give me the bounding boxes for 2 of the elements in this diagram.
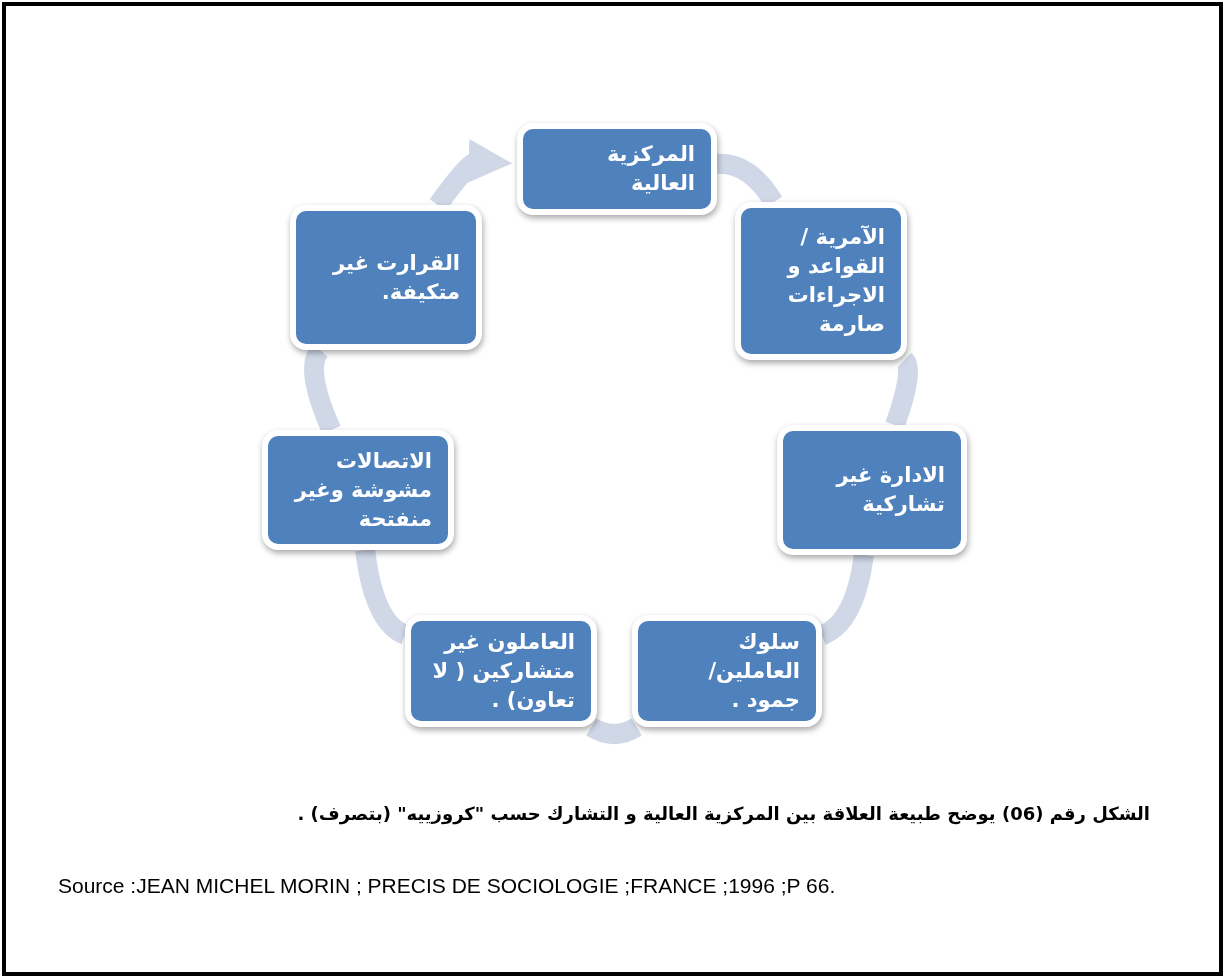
caption: الشكل رقم (06) يوضح طبيعة العلاقة بين المركزية العالية و التشارك حسب "كروزييه" (بتصرف) . [296, 802, 1150, 827]
source-note: Source :JEAN MICHEL MORIN ; PRECIS DE SOCIOLOGIE ;FRANCE ;1996 ;P 66. [57, 873, 837, 899]
